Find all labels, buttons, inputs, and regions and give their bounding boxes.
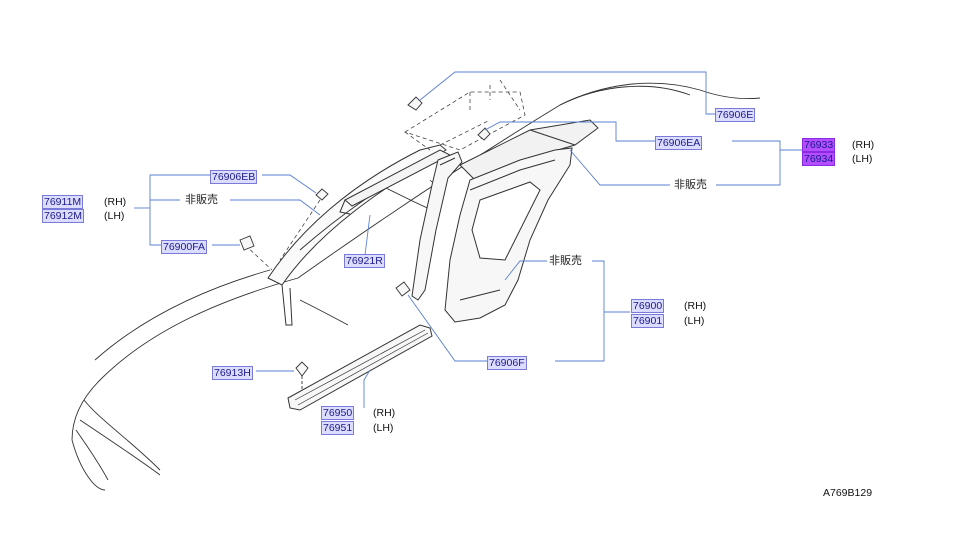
not-for-sale-label: 非販売 [183, 193, 220, 206]
clip-76900FA [239, 235, 255, 251]
car-body-outline [71, 82, 761, 491]
part-link-76934[interactable]: 76934 [802, 152, 836, 166]
leader-lines [134, 71, 802, 408]
clip-76906EA [477, 127, 491, 141]
part-link-76906EA[interactable]: 76906EA [655, 136, 703, 150]
part-link-76912M[interactable]: 76912M [42, 209, 84, 223]
clip-76913H [295, 361, 309, 377]
clips [239, 96, 491, 390]
part-link-76906EB[interactable]: 76906EB [210, 170, 258, 184]
clip-76906E [407, 96, 423, 111]
part-link-76951[interactable]: 76951 [321, 421, 355, 435]
not-for-sale-label: 非販売 [672, 178, 709, 191]
b-pillar-trim [411, 151, 463, 301]
side-lh: (LH) [373, 422, 394, 434]
side-rh: (RH) [373, 407, 396, 419]
side-rh: (RH) [104, 196, 127, 208]
part-link-76901[interactable]: 76901 [631, 314, 665, 328]
side-rh: (RH) [684, 300, 707, 312]
side-rh: (RH) [852, 139, 875, 151]
quarter-trim [444, 147, 573, 323]
side-lh: (LH) [104, 210, 125, 222]
diagram-code: A769B129 [823, 487, 873, 499]
part-link-76900[interactable]: 76900 [631, 299, 665, 313]
side-lh: (LH) [852, 153, 873, 165]
part-link-76906F[interactable]: 76906F [487, 356, 527, 370]
clip-76906EB [315, 188, 329, 201]
part-link-76900FA[interactable]: 76900FA [161, 240, 208, 254]
part-link-76933[interactable]: 76933 [802, 138, 836, 152]
part-link-76906E[interactable]: 76906E [715, 108, 756, 122]
part-link-76921R[interactable]: 76921R [344, 254, 385, 268]
part-link-76950[interactable]: 76950 [321, 406, 355, 420]
not-for-sale-label: 非販売 [547, 254, 584, 267]
clip-76906F [395, 281, 411, 297]
part-link-76913H[interactable]: 76913H [212, 366, 253, 380]
part-link-76911M[interactable]: 76911M [42, 195, 84, 209]
kicking-plate [287, 324, 433, 411]
side-lh: (LH) [684, 315, 705, 327]
